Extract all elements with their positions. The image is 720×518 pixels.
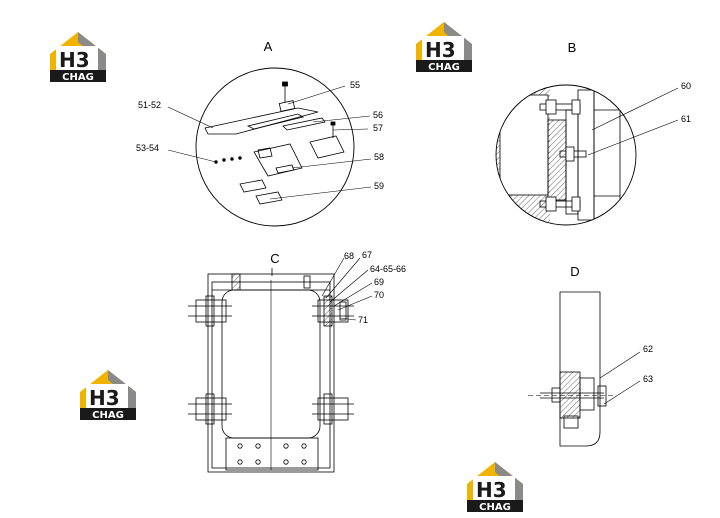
view-a: A (136, 39, 384, 227)
label-63: 63 (643, 374, 653, 384)
view-d-hatched-block (559, 371, 581, 419)
label-51-52: 51-52 (138, 100, 161, 110)
label-70: 70 (374, 290, 384, 300)
view-a-part-53-54 (214, 156, 242, 164)
view-c-leaders (321, 257, 373, 321)
label-59: 59 (374, 181, 384, 191)
label-64-65-66: 64-65-66 (370, 264, 406, 274)
label-71: 71 (358, 315, 368, 325)
view-b-bolt-top (539, 99, 581, 115)
logo-word-text: CHAG (92, 410, 124, 421)
label-57: 57 (373, 123, 383, 133)
logo-top-center: H3 CHAG (416, 22, 472, 73)
view-d-spacer (579, 377, 595, 411)
view-c-top-bolt-left (231, 273, 241, 291)
view-d-leaders (599, 351, 641, 405)
view-c-hinge-left-upper (188, 295, 232, 327)
view-b-bolt-bottom (539, 196, 581, 212)
view-b-bolt-middle (559, 146, 587, 162)
view-b-title: B (568, 40, 577, 55)
label-56: 56 (373, 110, 383, 120)
logo-mark-text: H3 (476, 478, 507, 502)
view-d-profile (559, 291, 601, 447)
view-d-title: D (570, 264, 579, 279)
label-58: 58 (374, 152, 384, 162)
view-c-title: C (270, 251, 279, 266)
view-d-bolt (540, 385, 607, 407)
logo-mark-text: H3 (89, 386, 120, 410)
view-c-hinge-left-lower (188, 393, 232, 425)
logo-bottom-left: H3 CHAG (80, 370, 136, 421)
logo-word-text: CHAG (479, 502, 511, 513)
view-a-part-58 (253, 143, 303, 177)
view-a-plate (204, 100, 319, 135)
view-b-detail (496, 85, 621, 225)
view-a-circle (195, 67, 355, 227)
logo-mark-text: H3 (59, 48, 90, 72)
label-69: 69 (374, 277, 384, 287)
label-53-54: 53-54 (136, 143, 159, 153)
view-c-hinge-right-upper (312, 295, 354, 327)
view-c-top-bolt-right (303, 275, 311, 289)
view-c: C (188, 250, 406, 473)
logo-top-left: H3 CHAG (50, 32, 106, 83)
view-b-leaders (587, 87, 679, 156)
view-c-outer-frame (207, 273, 335, 473)
view-a-part-56 (282, 117, 326, 131)
label-61: 61 (681, 114, 691, 124)
view-d: D 62 63 (528, 264, 653, 447)
view-a-title: A (264, 39, 273, 54)
label-67: 67 (362, 250, 372, 260)
label-68: 68 (344, 251, 354, 261)
view-d-lower-block (563, 415, 579, 429)
label-60: 60 (681, 81, 691, 91)
view-b: B (495, 40, 691, 226)
logo-word-text: CHAG (62, 72, 94, 83)
label-62: 62 (643, 344, 653, 354)
view-a-part-57 (309, 121, 345, 159)
logo-mark-text: H3 (425, 38, 456, 62)
view-b-circle (495, 84, 637, 226)
view-a-labels: 55 51-52 56 57 53-54 58 59 (136, 80, 384, 191)
view-a-part-59 (239, 179, 283, 205)
view-c-hinge-right-lower (312, 393, 354, 425)
view-a-screw (282, 81, 288, 102)
view-a-leaders (167, 85, 372, 200)
logo-word-text: CHAG (428, 62, 460, 73)
view-c-bottom-plate (225, 437, 319, 471)
label-55: 55 (350, 80, 360, 90)
logo-bottom-center: H3 CHAG (467, 462, 523, 513)
